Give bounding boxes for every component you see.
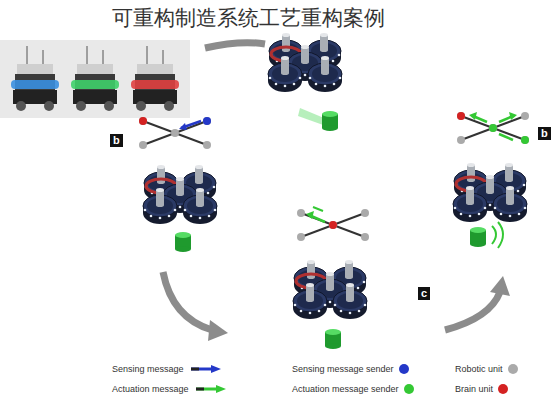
- panel-label: b: [538, 127, 551, 140]
- legend-text: Brain unit: [455, 384, 493, 394]
- robot-photo: [0, 40, 190, 118]
- legend-text: Robotic unit: [455, 364, 503, 374]
- legend-item: Brain unit: [455, 384, 508, 394]
- legend-text: Actuation message: [112, 384, 189, 394]
- robot-cluster: [139, 117, 217, 252]
- legend-text: Actuation message sender: [292, 384, 399, 394]
- legend-swatch: [498, 384, 508, 394]
- robot-cluster: [268, 33, 342, 131]
- legend-item: Sensing message: [112, 364, 223, 374]
- legend-swatch: [404, 384, 414, 394]
- legend-swatch: [399, 364, 409, 374]
- legend-item: Actuation message: [112, 384, 228, 394]
- legend-item: Sensing message sender: [292, 364, 409, 374]
- legend-arrow: [194, 384, 228, 394]
- legend-text: Sensing message: [112, 364, 184, 374]
- robot-cluster: [453, 112, 529, 248]
- legend-swatch: [508, 364, 518, 374]
- legend-text: Sensing message sender: [292, 364, 394, 374]
- legend-item: Robotic unit: [455, 364, 518, 374]
- legend-arrow: [189, 364, 223, 374]
- panel-label: c: [418, 287, 430, 300]
- robot-cluster: [293, 207, 369, 349]
- figure-title: 可重构制造系统工艺重构案例: [112, 6, 385, 31]
- legend-item: Actuation message sender: [292, 384, 414, 394]
- panel-label: b: [110, 134, 123, 147]
